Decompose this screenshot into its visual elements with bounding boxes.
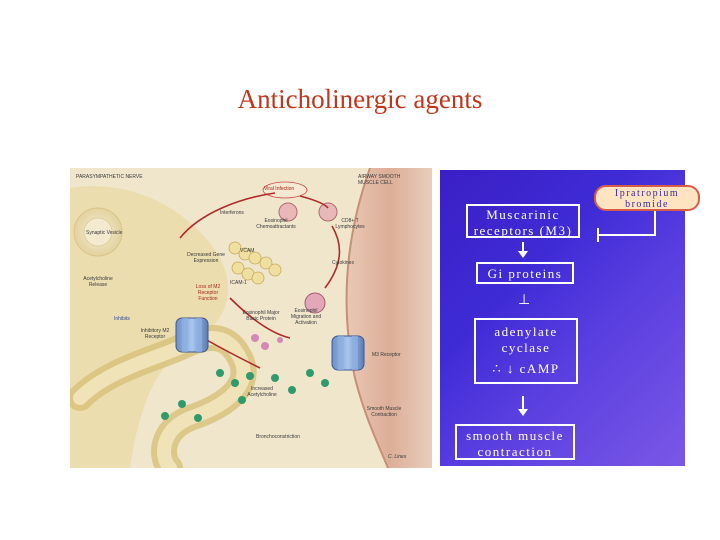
label-inhibits: Inhibits <box>114 316 130 322</box>
arrow-down-2 <box>522 396 524 410</box>
gi-proteins-box: Gi proteins <box>476 262 574 284</box>
label-airway-smooth-muscle: AIRWAY SMOOTH MUSCLE CELL <box>358 174 422 186</box>
label-smooth-contraction: Smooth Muscle Contraction <box>362 406 406 418</box>
inhibits-symbol: ⊥ <box>518 293 530 307</box>
label-cytokines: Cytokines <box>332 260 354 266</box>
mechanism-flow-panel: Ipratropium bromide Muscarinic receptors… <box>440 170 685 466</box>
label-acetylcholine-release: Acetylcholine Release <box>80 276 116 288</box>
label-parasympathetic-nerve: PARASYMPATHETIC NERVE <box>76 174 143 180</box>
label-signature: C. Lines <box>388 454 406 460</box>
smooth-muscle-contraction-box: smooth muscle contraction <box>455 424 575 460</box>
label-eosinophil-chemoattractants: Eosinophil Chemoattractants <box>254 218 298 230</box>
ipratropium-badge: Ipratropium bromide <box>594 185 700 211</box>
slide-title: Anticholinergic agents <box>0 84 720 115</box>
label-vcam: VCAM <box>240 248 254 254</box>
label-eos-migration: Eosinophil Migration and Activation <box>285 308 327 326</box>
label-inhibitory-m2: Inhibitory M2 Receptor <box>138 328 172 340</box>
adenylate-cyclase-text: adenylate cyclase <box>476 324 576 356</box>
label-viral-infection: Viral Infection <box>264 186 294 192</box>
label-synaptic-vesicle: Synaptic Vesicle <box>86 230 122 236</box>
label-m3-receptor: M3 Receptor <box>372 352 401 358</box>
ipratropium-connector-horizontal <box>598 234 656 236</box>
label-interferons: Interferons <box>220 210 244 216</box>
label-eos-major-basic: Eosinophil Major Basic Protein <box>240 310 282 322</box>
pathway-illustration: PARASYMPATHETIC NERVE AIRWAY SMOOTH MUSC… <box>70 168 432 468</box>
label-increased-ach: Increased Acetylcholine <box>240 386 284 398</box>
camp-text: ∴ ↓ cAMP <box>476 361 576 377</box>
label-loss-of-m2: Loss of M2 Receptor Function <box>188 284 228 302</box>
label-cd8-lymphocytes: CD8+ T Lymphocytes <box>332 218 368 230</box>
label-decreased-gene: Decreased Gene Expression <box>185 252 227 264</box>
arrow-down-1 <box>522 242 524 252</box>
muscarinic-receptors-box: Muscarinic receptors (M3) <box>466 204 580 238</box>
label-icam: ICAM-1 <box>230 280 247 286</box>
ipratropium-block-bar <box>597 228 599 242</box>
label-bronchoconstriction: Bronchoconstriction <box>256 434 300 440</box>
adenylate-cyclase-box: adenylate cyclase ∴ ↓ cAMP <box>474 318 578 384</box>
ipratropium-connector-vertical <box>654 211 656 235</box>
